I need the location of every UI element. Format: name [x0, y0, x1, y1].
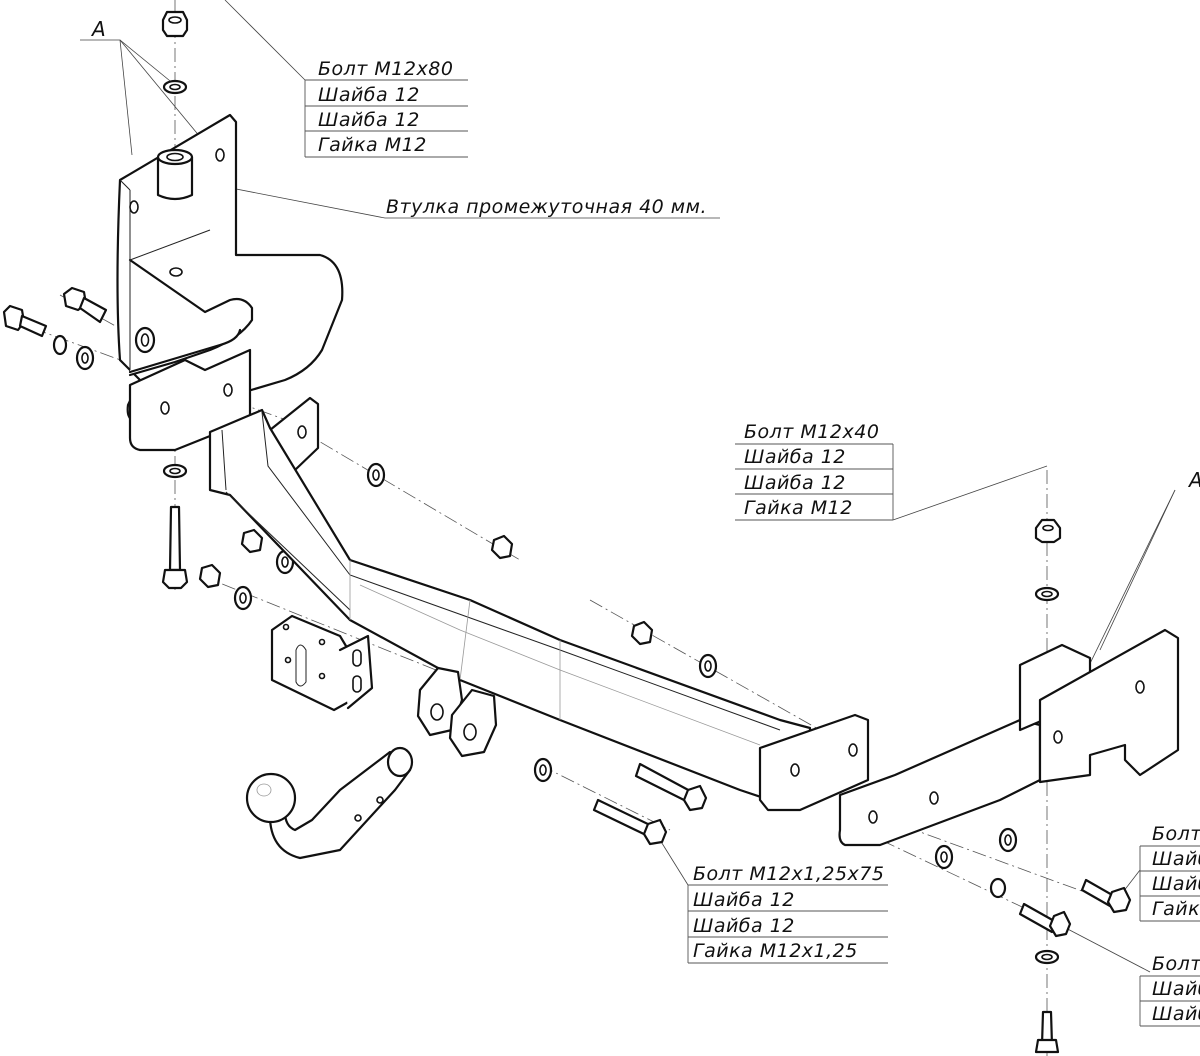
callout-washer-5: Шайба 12 [693, 889, 795, 911]
callout-bushing: Втулка промежуточная 40 мм. [386, 196, 707, 218]
right-side-bracket [838, 518, 1180, 1054]
socket-mounting-plate [270, 614, 374, 712]
left-bolts-washers [2, 286, 295, 611]
view-marker-label-right: A [1187, 468, 1200, 492]
callout-right-washer-4: Шайб [1152, 1003, 1200, 1025]
callout-bolt-m12x125x75: Болт М12х1,25х75 [693, 863, 884, 885]
main-cross-beam [208, 396, 870, 812]
callout-right-bolt: Болт [1152, 823, 1200, 845]
callout-nut-m12x125: Гайка М12х1,25 [693, 940, 858, 962]
callout-right-nut: Гайк [1152, 898, 1200, 920]
callout-right-washer-2: Шайб [1152, 873, 1200, 895]
callout-table-right-2: Болт Шайб Шайб [1139, 953, 1200, 1027]
view-marker-a-right: A [1187, 468, 1200, 492]
callout-bolt-m12x80: Болт М12х80 [318, 58, 453, 80]
callout-washer-2: Шайба 12 [318, 109, 420, 131]
callout-nut-m12: Гайка М12 [318, 134, 427, 156]
beam-fasteners [366, 462, 718, 846]
top-left-nut-washer [161, 10, 189, 95]
callout-nut-m12-right: Гайка М12 [744, 497, 853, 519]
callout-washer-6: Шайба 12 [693, 915, 795, 937]
view-marker-a-left: A [90, 17, 106, 41]
callout-table-top-left: Болт М12х80 Шайба 12 Шайба 12 Гайка М12 [304, 58, 468, 158]
view-marker-label: A [90, 17, 106, 41]
callout-bolt-m12x40: Болт М12х40 [744, 421, 879, 443]
callout-table-right-1: Болт Шайб Шайб Гайк [1139, 823, 1200, 922]
callout-washer-4: Шайба 12 [744, 472, 846, 494]
spacer-bushing [156, 148, 194, 201]
tow-ball-arm [245, 746, 414, 860]
callout-right-bolt-2: Болт [1152, 953, 1200, 975]
callout-right-washer-3: Шайб [1152, 978, 1200, 1000]
callout-table-bottom-center: Болт М12х1,25х75 Шайба 12 Шайба 12 Гайка… [687, 863, 888, 964]
callout-washer-3: Шайба 12 [744, 446, 846, 468]
callout-right-washer-1: Шайб [1152, 848, 1200, 870]
callout-washer-1: Шайба 12 [318, 84, 420, 106]
callout-table-top-right: Болт М12х40 Шайба 12 Шайба 12 Гайка М12 [735, 421, 894, 521]
